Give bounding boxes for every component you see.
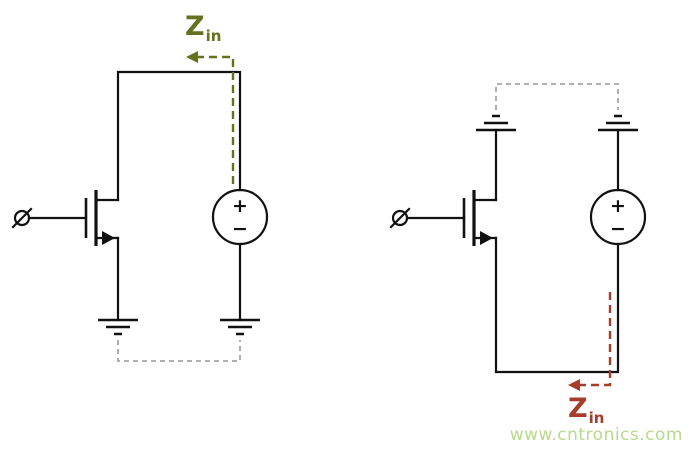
left-circuit: + − Zin <box>11 11 269 362</box>
circuit-wires <box>116 70 242 322</box>
impedance-label-subscript: in <box>589 409 605 427</box>
input-port-slash <box>389 207 411 229</box>
impedance-arrowhead <box>186 51 198 63</box>
circuit-wires <box>494 128 620 374</box>
impedance-label-symbol: Z <box>568 393 588 424</box>
voltage-source: + − <box>589 188 647 246</box>
impedance-label-subscript: in <box>206 27 222 45</box>
source-arrow <box>102 231 115 245</box>
nmos-transistor <box>405 190 498 246</box>
right-circuit: + − Zin <box>389 83 647 427</box>
transistor-stubs <box>472 198 498 240</box>
ground-symbol <box>98 318 138 336</box>
ground-symbol <box>220 318 260 336</box>
source-minus-sign: − <box>610 218 626 240</box>
transistor-stubs <box>94 198 120 240</box>
source-plus-sign: + <box>232 195 248 217</box>
voltage-source-circle <box>589 188 647 246</box>
reference-dash <box>117 340 241 362</box>
source-arrow <box>480 231 493 245</box>
ground-symbol-top <box>598 114 638 132</box>
source-plus-sign: + <box>610 195 626 217</box>
reference-dash <box>495 83 619 110</box>
input-port-slash <box>11 207 33 229</box>
impedance-label: Zin <box>185 11 221 45</box>
impedance-probe-dash <box>578 292 612 387</box>
impedance-arrowhead <box>568 379 580 391</box>
watermark-text: www.cntronics.com <box>510 425 683 445</box>
impedance-label: Zin <box>568 393 604 427</box>
voltage-source-circle <box>211 188 269 246</box>
nmos-transistor <box>27 190 120 246</box>
ground-symbol-top <box>476 114 516 132</box>
impedance-label-symbol: Z <box>185 11 205 42</box>
impedance-probe-dash <box>196 55 235 184</box>
source-minus-sign: − <box>232 218 248 240</box>
voltage-source: + − <box>211 188 269 246</box>
